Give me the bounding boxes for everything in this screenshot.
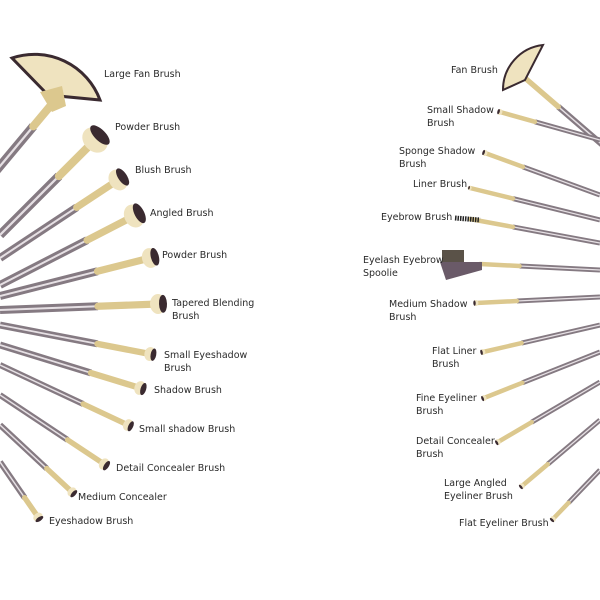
label-shadow-brush: Shadow Brush [154, 385, 222, 396]
right-brush-4-handle-stripe [512, 197, 600, 221]
right-brush-12-handle-stripe [568, 469, 600, 504]
right-brush-1-handle-stripe [557, 106, 600, 144]
left-brush-3-handle-stripe [0, 206, 78, 259]
left-brush-2-handle-stripe [0, 175, 60, 236]
left-brush-8-handle-stripe [0, 344, 92, 374]
left-brush-5-ferrule [93, 254, 154, 275]
label-large-angled-eyeliner-brush: Large Angled Eyeliner Brush [444, 478, 513, 502]
right-brush-2-ferrule [497, 109, 538, 125]
right-brush-6-handle-stripe [519, 265, 600, 271]
right-brush-12-ferrule [550, 500, 571, 522]
left-brush-9-ferrule [80, 401, 131, 428]
label-eyelash-eyebrow-spoolie: Eyelash Eyebrow Spoolie [363, 255, 444, 279]
left-brush-7-handle-stripe [0, 324, 98, 345]
eyebrow-spoolie-head [454, 215, 481, 223]
left-brush-6-ferrule [94, 300, 162, 310]
left-brush-1-handle-stripe [0, 125, 35, 168]
left-brush-6-bristle-tip [158, 294, 168, 313]
left-brush-10-ferrule [64, 437, 107, 467]
right-brush-4-ferrule [467, 185, 516, 201]
right-brush-11-ferrule [519, 461, 550, 489]
label-eyebrow-brush: Eyebrow Brush [381, 212, 453, 223]
right-brush-2-bristle-tip [497, 108, 500, 115]
left-brush-9-handle-stripe [0, 364, 84, 405]
label-powder-brush-2: Powder Brush [162, 250, 228, 261]
right-brush-6-ferrule [477, 261, 522, 269]
label-small-shadow-brush-right: Small Shadow Brush [427, 105, 494, 129]
left-brush-12-handle-stripe [0, 461, 26, 499]
left-brush-10-handle-stripe [0, 394, 69, 441]
left-brush-7-bristle-tip [150, 348, 157, 361]
label-medium-concealer: Medium Concealer [78, 492, 167, 503]
right-brush-2-handle-stripe [534, 121, 600, 141]
label-eyeshadow-brush: Eyeshadow Brush [49, 516, 134, 527]
label-small-eyeshadow-brush: Small Eyeshadow Brush [164, 350, 248, 374]
label-tapered-blending-brush: Tapered Blending Brush [172, 298, 255, 322]
label-fan-brush: Fan Brush [451, 65, 498, 76]
right-brush-8-bristle-tip [480, 349, 483, 355]
left-brush-11-handle-stripe [0, 424, 48, 470]
left-brush-11-bristle-tip [70, 490, 78, 498]
right-brush-7-bristle-tip [473, 300, 476, 306]
right-brush-5-ferrule [467, 216, 516, 230]
label-medium-shadow-brush: Medium Shadow Brush [389, 299, 468, 323]
right-brush-11-bristle-tip [518, 484, 523, 490]
right-brush-1-ferrule [522, 75, 561, 110]
right-brush-12-bristle-tip [549, 518, 555, 523]
left-brush-2-bristle-tip [90, 125, 110, 145]
left-brush-10-bristle-tip [102, 460, 111, 471]
label-large-fan-brush: Large Fan Brush [104, 69, 181, 80]
right-brush-9-ferrule [481, 380, 525, 401]
right-brush-7-handle-stripe [516, 296, 600, 302]
label-flat-eyeliner-brush: Flat Eyeliner Brush [459, 518, 549, 529]
left-brush-8-ferrule [87, 369, 144, 392]
label-flat-liner-brush: Flat Liner Brush [432, 346, 477, 370]
left-brush-5-handle-stripe [0, 270, 98, 297]
right-brush-3-ferrule [482, 150, 526, 170]
large-fan-brush-head [9, 52, 103, 102]
left-brush-9-bristle-tip [127, 421, 134, 432]
left-brush-4-bristle-tip [132, 203, 146, 224]
left-brush-6-handle-stripe [0, 305, 98, 311]
right-brush-8-handle-stripe [521, 324, 600, 344]
fan-brush-head [501, 43, 545, 92]
label-detail-concealer-brush-right: Detail Concealer Brush [416, 436, 495, 460]
right-brush-10-ferrule [495, 419, 534, 445]
label-angled-brush: Angled Brush [150, 208, 214, 219]
label-liner-brush: Liner Brush [413, 179, 468, 190]
label-fine-eyeliner-brush: Fine Eyeliner Brush [416, 393, 477, 417]
large-fan-brush-ferrule [40, 86, 66, 112]
right-brush-8-ferrule [480, 340, 524, 355]
right-brush-5-handle-stripe [512, 226, 600, 244]
eyelash-comb-bristles [442, 250, 464, 262]
left-brush-1-handle [0, 123, 37, 174]
right-brush-9-handle-stripe [522, 351, 600, 384]
right-brush-3-bristle-tip [482, 149, 486, 156]
label-small-shadow-brush: Small shadow Brush [139, 424, 236, 435]
left-brush-5-bristle-tip [150, 247, 160, 266]
right-brush-9-bristle-tip [481, 396, 485, 402]
left-brush-3-bristle-tip [116, 168, 130, 186]
label-powder-brush: Powder Brush [115, 122, 181, 133]
left-brush-7-ferrule [94, 340, 154, 358]
label-sponge-shadow-brush: Sponge Shadow Brush [399, 146, 476, 170]
left-brush-8-bristle-tip [140, 382, 147, 396]
right-brush-10-handle-stripe [531, 381, 600, 423]
left-brush-4-handle-stripe [0, 239, 88, 286]
left-brush-12-bristle-tip [35, 516, 44, 523]
label-blush-brush: Blush Brush [135, 165, 192, 176]
right-brush-3-handle-stripe [522, 166, 600, 196]
label-detail-concealer-brush: Detail Concealer Brush [116, 463, 226, 474]
right-brush-7-ferrule [473, 298, 520, 306]
right-brush-11-handle-stripe [547, 419, 600, 465]
right-brush-4-bristle-tip [468, 186, 470, 190]
right-brush-10-bristle-tip [494, 440, 499, 446]
eyelash-comb-body [440, 262, 482, 280]
left-brush-11-ferrule [44, 465, 75, 495]
